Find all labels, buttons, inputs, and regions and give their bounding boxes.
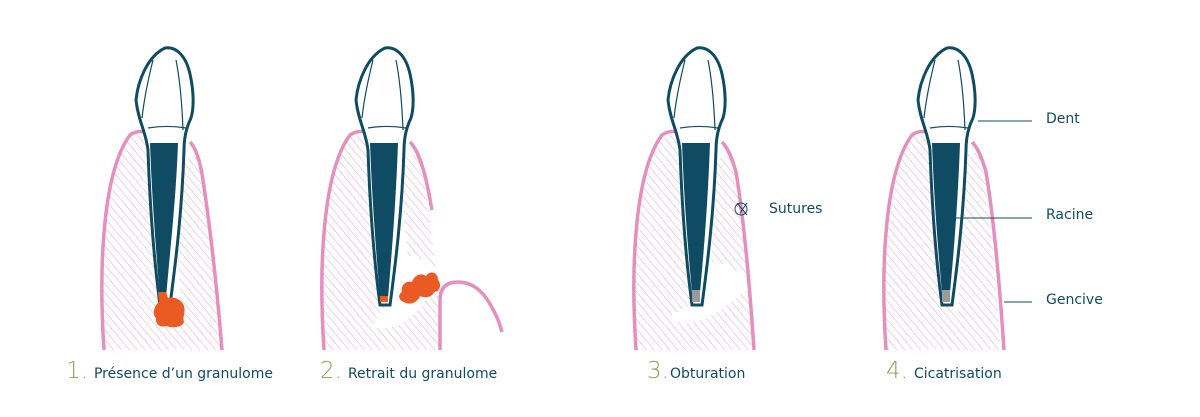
suture-icon — [734, 202, 748, 216]
panel-4 — [882, 46, 1032, 351]
tooth-crown-line-3 — [679, 125, 719, 129]
step-number-2: 2. — [320, 358, 342, 384]
step-number-4: 4. — [886, 358, 908, 384]
gum-hatch-2b — [400, 155, 436, 270]
label-dent: Dent — [1046, 111, 1080, 127]
tooth-crown-line-2 — [367, 125, 407, 129]
step-number-3: 3. — [647, 358, 669, 384]
label-sutures: Sutures — [769, 201, 823, 217]
granuloma-1 — [153, 292, 185, 328]
tooth-crown-line-4 — [929, 125, 969, 129]
step-caption-3: 3. Obturation — [647, 358, 745, 388]
step-number-1: 1. — [66, 358, 88, 384]
gum-hatch-3b — [712, 155, 748, 280]
panel-3 — [632, 46, 756, 351]
step-caption-1: 1. Présence d’un granulome — [66, 358, 273, 388]
filling-tip-4 — [942, 290, 950, 302]
tooth-enamel-line-4 — [923, 59, 966, 131]
step-label-1: Présence d’un granulome — [93, 366, 273, 382]
label-gencive: Gencive — [1046, 292, 1103, 308]
label-racine: Racine — [1046, 207, 1094, 223]
step-caption-4: 4. Cicatrisation — [886, 358, 1002, 388]
granuloma-removed-2 — [399, 272, 441, 304]
tooth-enamel-line-2 — [361, 59, 404, 131]
root-canal-1 — [150, 143, 178, 298]
step-caption-2: 2. Retrait du granulome — [320, 358, 497, 388]
tooth-enamel-line-1 — [141, 59, 184, 131]
tooth-enamel-line-3 — [673, 59, 716, 131]
panel-2 — [320, 46, 504, 351]
gum-hatch-1b — [176, 155, 222, 350]
canal-tip-2 — [380, 296, 388, 302]
filling-tip-3 — [692, 290, 700, 302]
suture-cross-icon — [736, 202, 748, 216]
tooth-crown-line-1 — [147, 125, 187, 129]
step-label-3: Obturation — [669, 366, 746, 382]
root-canal-2 — [370, 143, 398, 298]
step-label-2: Retrait du granulome — [347, 366, 498, 382]
panel-1 — [100, 46, 224, 351]
root-canal-4 — [932, 143, 960, 292]
gum-flap-2 — [438, 280, 504, 350]
step-label-4: Cicatrisation — [913, 366, 1002, 382]
root-canal-3 — [682, 143, 710, 292]
